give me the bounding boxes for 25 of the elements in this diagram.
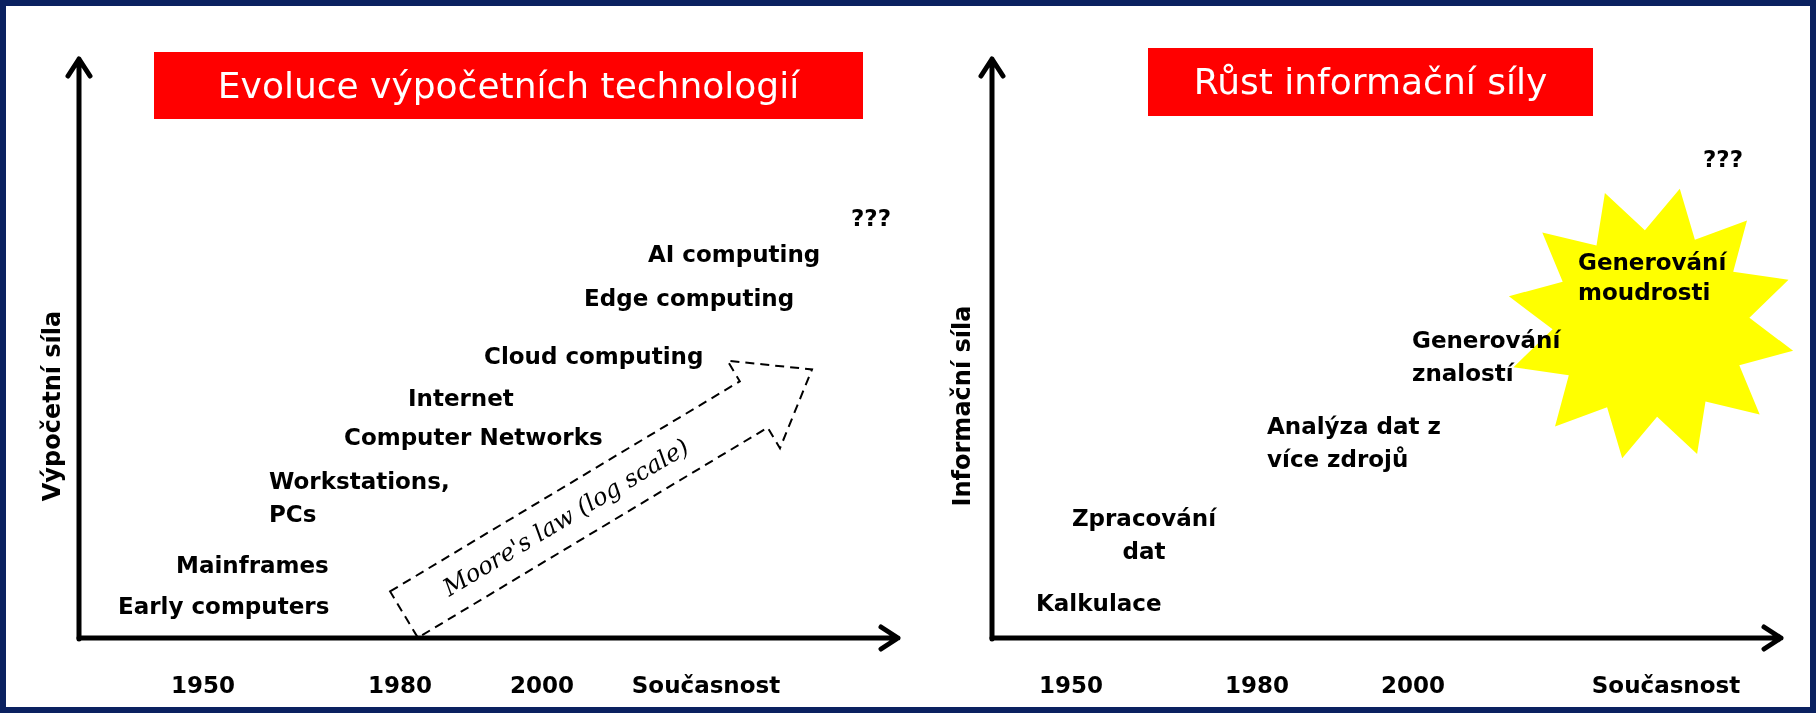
axis-title: Informační síla [950, 305, 974, 507]
tick-label: 2000 [510, 674, 574, 697]
stage-label: ??? [851, 204, 892, 233]
stage-label: Zpracování dat [1070, 504, 1218, 567]
stage-label: Cloud computing [484, 342, 704, 371]
title-banner: Růst informační síly [1148, 48, 1593, 116]
tick-label: 1950 [171, 674, 235, 697]
title-banner: Evoluce výpočetních technologií [154, 52, 863, 119]
stage-label: Analýza dat z více zdrojů [1267, 412, 1442, 475]
tick-label: 1980 [368, 674, 432, 697]
tick-label: Současnost [631, 674, 781, 697]
tick-label: 1980 [1225, 674, 1289, 697]
tick-label: Současnost [1591, 674, 1741, 697]
tick-label: 2000 [1381, 674, 1445, 697]
stage-label: ??? [1703, 145, 1744, 174]
stage-label: Early computers [118, 592, 330, 621]
tick-label: 1950 [1039, 674, 1103, 697]
stage-label: Computer Networks [344, 423, 603, 452]
stage-label: Workstations, PCs [269, 467, 451, 530]
stage-label: Mainframes [176, 551, 329, 580]
stage-label: AI computing [648, 240, 821, 269]
stage-label: Edge computing [584, 284, 795, 313]
stage-label: Kalkulace [1036, 589, 1162, 618]
axis-title: Výpočetní síla [40, 310, 64, 502]
stage-label: Internet [408, 384, 514, 413]
